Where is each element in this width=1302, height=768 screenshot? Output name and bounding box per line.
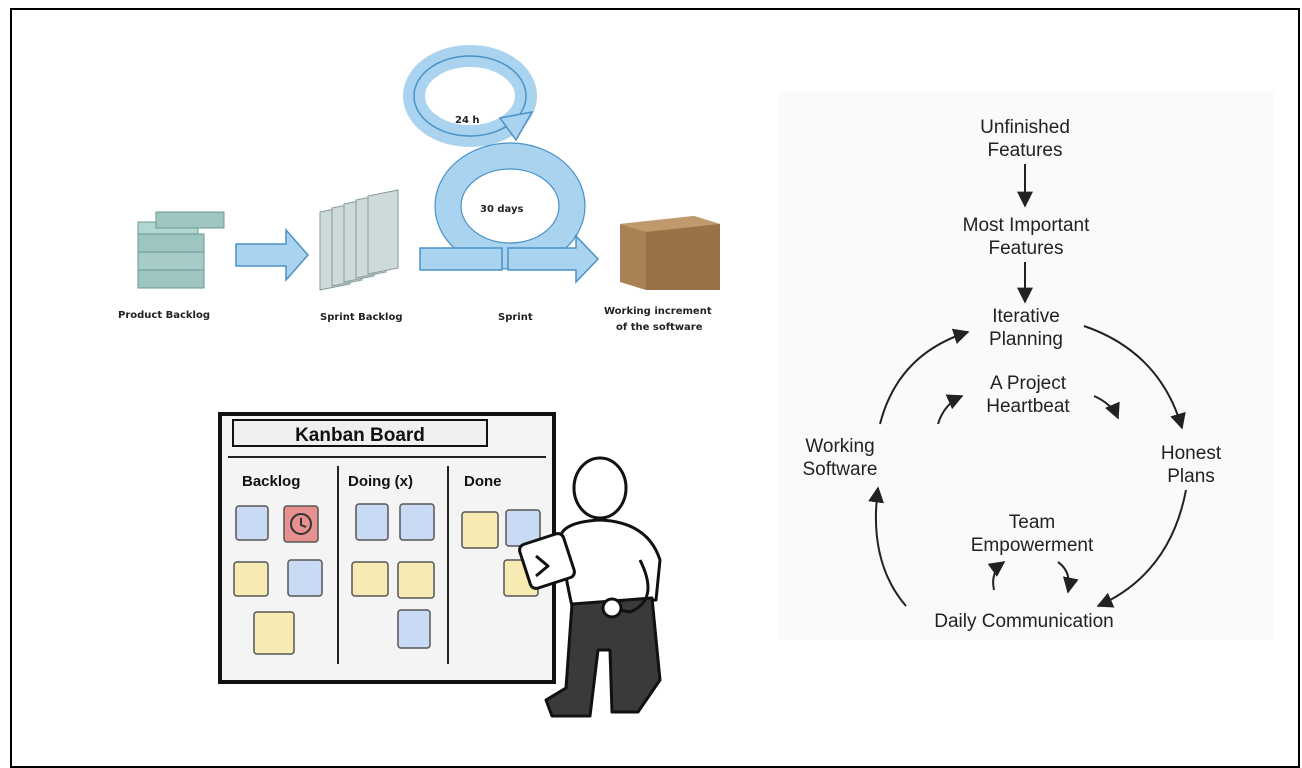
increment-label-2: of the software bbox=[616, 322, 703, 333]
kanban-col-doing: Doing (x) bbox=[348, 473, 413, 490]
daily-loop-label: 24 h bbox=[455, 115, 480, 126]
sticky-note bbox=[235, 505, 269, 541]
arrow-working-to-iterative bbox=[879, 328, 970, 425]
working-label-2: Software bbox=[803, 459, 878, 480]
sticky-note bbox=[397, 609, 431, 649]
product-backlog-stack-icon bbox=[137, 211, 225, 289]
kanban-col-done: Done bbox=[464, 473, 502, 490]
backlog-arrow-icon bbox=[235, 228, 309, 282]
sticky-note bbox=[253, 611, 295, 655]
sticky-note bbox=[287, 559, 323, 597]
sticky-note bbox=[399, 503, 435, 541]
iterative-label-1: Iterative bbox=[992, 306, 1060, 327]
agile-cycle: Unfinished Features Most Important Featu… bbox=[778, 92, 1274, 640]
arrow-heartbeat-right bbox=[1093, 395, 1120, 420]
daily-loop-icon bbox=[403, 45, 538, 147]
person-figure-icon bbox=[518, 456, 662, 718]
sticky-note bbox=[351, 561, 389, 597]
important-label-1: Most Important bbox=[963, 215, 1090, 236]
arrow-heartbeat-left bbox=[937, 394, 964, 425]
unfinished-label-2: Features bbox=[988, 140, 1063, 161]
increment-box-icon bbox=[620, 216, 720, 290]
heartbeat-label-1: A Project bbox=[990, 373, 1067, 394]
sticky-notes bbox=[233, 503, 541, 655]
sprint-entry-bar-icon bbox=[419, 247, 503, 271]
arrow-daily-to-working bbox=[868, 486, 907, 607]
sprint-loop-label: 30 days bbox=[480, 204, 524, 215]
working-label-1: Working bbox=[805, 436, 874, 457]
important-label-2: Features bbox=[989, 238, 1064, 259]
unfinished-label-1: Unfinished bbox=[980, 117, 1070, 138]
kanban-col-backlog: Backlog bbox=[242, 473, 300, 490]
kanban-title: Kanban Board bbox=[295, 425, 425, 446]
heartbeat-label-2: Heartbeat bbox=[986, 396, 1070, 417]
daily-communication-label: Daily Communication bbox=[934, 611, 1114, 632]
arrow-honest-to-daily bbox=[1096, 489, 1187, 608]
increment-label-1: Working increment bbox=[604, 306, 712, 317]
clock-icon bbox=[290, 513, 312, 535]
sticky-note bbox=[397, 561, 435, 599]
sticky-note bbox=[233, 561, 269, 597]
scrum-process: 24 h 30 days Product Backlog Sprint Back… bbox=[118, 45, 720, 333]
arrow-iterative-to-honest bbox=[1083, 325, 1186, 430]
product-backlog-label: Product Backlog bbox=[118, 310, 210, 321]
sticky-note bbox=[461, 511, 499, 549]
sprint-label: Sprint bbox=[498, 312, 533, 323]
kanban-illustration: Kanban Board Backlog Doing (x) Done bbox=[218, 412, 662, 718]
arrow-empowerment-right bbox=[1057, 561, 1079, 594]
arrow-empowerment-left bbox=[987, 561, 1006, 591]
honest-label-2: Plans bbox=[1167, 466, 1215, 487]
kanban-title-box bbox=[232, 419, 488, 447]
honest-label-1: Honest bbox=[1161, 443, 1222, 464]
iterative-label-2: Planning bbox=[989, 329, 1063, 350]
sprint-backlog-sheets-icon bbox=[319, 189, 399, 291]
team-label-1: Team bbox=[1009, 512, 1055, 533]
sticky-note bbox=[355, 503, 389, 541]
sprint-backlog-label: Sprint Backlog bbox=[320, 312, 403, 323]
team-label-2: Empowerment bbox=[971, 535, 1094, 556]
sprint-exit-arrow-icon bbox=[507, 234, 600, 284]
